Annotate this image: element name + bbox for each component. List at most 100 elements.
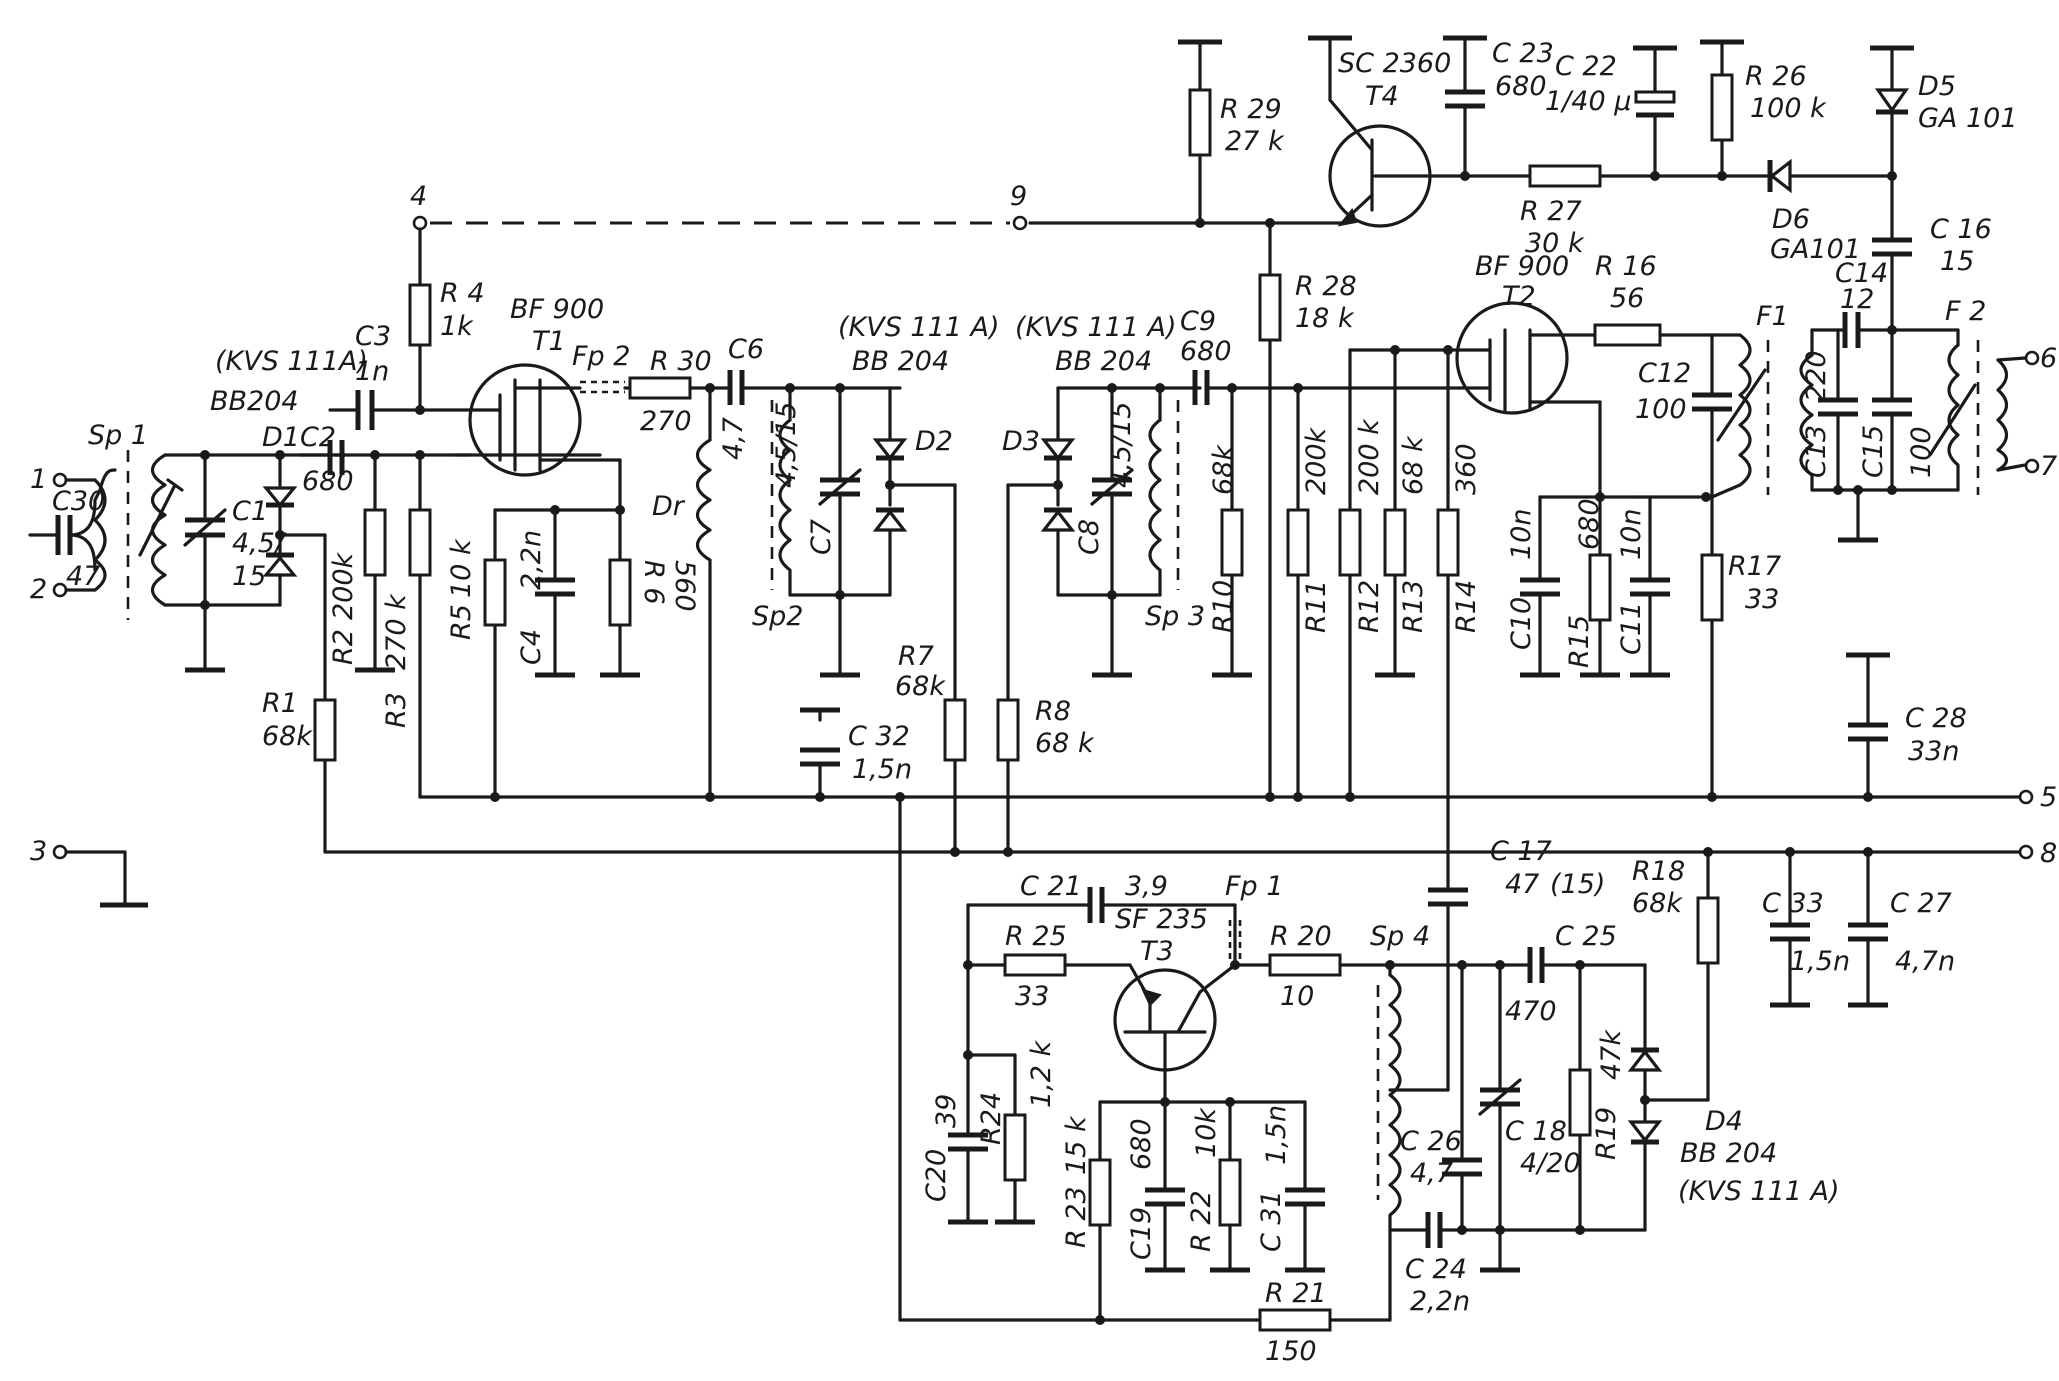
label-c17-extra: (15)	[1550, 869, 1605, 900]
label-t5: 5	[2040, 782, 2057, 813]
label-r5: R5	[446, 604, 477, 640]
label-c23: C 23	[1492, 38, 1554, 69]
label-r1: R1	[262, 688, 298, 719]
label-r26: R 26	[1745, 61, 1807, 92]
label-d1c2: D1C2	[262, 422, 336, 453]
label-t3-name: T3	[1140, 936, 1174, 967]
resistor-r29	[1188, 88, 1212, 157]
label-r21-val: 150	[1265, 1336, 1317, 1367]
label-r11: R11	[1301, 580, 1332, 633]
resistor-r30	[628, 376, 692, 400]
resistor-r2	[363, 508, 387, 577]
filter-f2	[1872, 328, 2040, 495]
capacitors-c3-c2	[298, 390, 602, 475]
resistor-r16	[1593, 323, 1662, 347]
resistor-r3	[408, 508, 432, 577]
resistor-r27	[1528, 164, 1602, 188]
label-sf235: SF 235	[1115, 904, 1208, 935]
filter-f1	[1692, 328, 1960, 799]
resistor-r15	[1588, 553, 1612, 622]
diode-d6	[1769, 158, 1792, 194]
resistor-r13	[1383, 508, 1407, 577]
resistor-r7	[943, 698, 967, 762]
label-c32-val: 1,5n	[852, 754, 912, 785]
label-r23: R 23	[1061, 1186, 1092, 1248]
label-r15-val: 680	[1574, 498, 1605, 550]
terminal-9	[1012, 215, 1028, 231]
resistor-r26	[1710, 73, 1734, 142]
label-c1-val2: 15	[232, 561, 266, 592]
label-c23-val: 680	[1495, 71, 1547, 102]
label-bb204-d1: BB204	[210, 386, 299, 417]
label-c12: C12	[1638, 358, 1691, 389]
label-r17: R17	[1728, 551, 1781, 582]
resistor-r17	[1700, 553, 1724, 622]
label-d5-val: GA 101	[1918, 103, 2018, 134]
input-section	[28, 450, 347, 702]
label-r19-val: 47k	[1596, 1029, 1627, 1080]
label-c26: C 26	[1400, 1126, 1462, 1157]
label-c20: C20	[921, 1149, 952, 1202]
label-bf900-t2: BF 900	[1475, 251, 1569, 282]
label-c19: C19	[1126, 1207, 1157, 1260]
label-c15: C15	[1858, 425, 1889, 478]
label-r28-val: 18 k	[1295, 303, 1355, 334]
resistor-r19	[1568, 1068, 1592, 1137]
terminal-3	[52, 844, 68, 860]
transistor-t1	[453, 363, 625, 515]
resistor-r28	[1258, 273, 1282, 342]
label-c11: C11	[1616, 602, 1647, 655]
label-c17: C 17	[1490, 836, 1552, 867]
label-t4: 4	[410, 181, 427, 212]
label-dr: Dr	[652, 491, 686, 522]
label-r10-val: 68k	[1208, 444, 1239, 495]
label-c18-val: 4/20	[1520, 1148, 1581, 1179]
label-r14-val: 360	[1451, 443, 1482, 495]
label-r2: R2	[328, 629, 359, 665]
label-c27: C 27	[1890, 888, 1952, 919]
tank-sp4	[1376, 960, 1647, 1270]
label-bf900-t1: BF 900	[510, 294, 604, 325]
label-r18: R18	[1632, 856, 1685, 887]
labels: 1 2 3 4 5 6 7 8 9 Sp 1 C30 47 C1 4,5/ 15…	[30, 38, 2057, 1367]
label-kvs-d1: (KVS 111A)	[215, 346, 368, 377]
label-r3-val: 270 k	[381, 593, 412, 670]
label-t3: 3	[30, 836, 47, 867]
resistor-r11	[1286, 508, 1310, 577]
label-r10: R10	[1208, 580, 1239, 633]
label-c18: C 18	[1505, 1116, 1567, 1147]
tank-sp2	[770, 386, 957, 702]
label-c10: C10	[1506, 597, 1537, 650]
resistor-r8	[996, 698, 1020, 762]
label-c31-val: 1,5n	[1261, 1105, 1292, 1165]
label-c25-val: 470	[1505, 996, 1557, 1027]
label-sc2360: SC 2360	[1338, 48, 1451, 79]
label-r24-val: 1,2 k	[1026, 1039, 1057, 1108]
label-r15: R15	[1564, 615, 1595, 668]
label-c6: C6	[728, 334, 764, 365]
label-c6-val: 4,7	[718, 417, 749, 460]
label-r21: R 21	[1265, 1278, 1327, 1309]
transistor-t2	[1448, 301, 1605, 502]
label-f1: F1	[1756, 301, 1789, 332]
label-c31: C 31	[1256, 1190, 1287, 1252]
label-c17-val: 47	[1505, 869, 1539, 900]
label-r5-val: 10 k	[446, 538, 477, 598]
label-d4: D4	[1705, 1106, 1743, 1137]
label-fp2: Fp 2	[572, 341, 630, 372]
label-c3-val: 1n	[355, 356, 389, 387]
label-c4: C4	[516, 629, 547, 665]
label-f2: F 2	[1945, 296, 1986, 327]
label-t1: 1	[30, 464, 47, 495]
resistor-r25	[1003, 953, 1067, 977]
label-r20: R 20	[1270, 921, 1332, 952]
label-c21: C 21	[1020, 871, 1082, 902]
terminal-7	[2024, 458, 2040, 474]
label-c28-val: 33n	[1908, 736, 1959, 767]
resistor-r12	[1338, 508, 1362, 577]
label-c15-val: 100	[1906, 426, 1937, 478]
label-c11-val: 10n	[1616, 509, 1647, 560]
diode-d5	[1874, 88, 1910, 113]
label-t6: 6	[2040, 343, 2057, 374]
terminal-6	[2024, 350, 2040, 366]
